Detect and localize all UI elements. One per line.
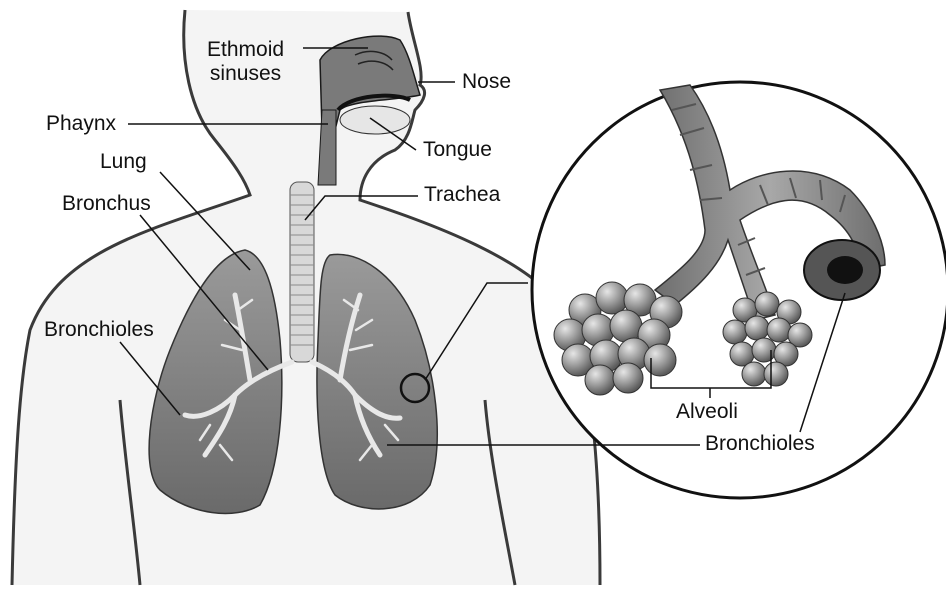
label-bronchus: Bronchus [62, 192, 151, 216]
label-ethmoid-line1: Ethmoid [207, 38, 284, 62]
label-alveoli: Alveoli [676, 400, 738, 424]
label-nose: Nose [462, 70, 511, 94]
label-ethmoid-sinuses: Ethmoid sinuses [207, 38, 284, 85]
label-bronchioles-left: Bronchioles [44, 318, 154, 342]
label-pharynx: Phaynx [46, 112, 116, 136]
label-ethmoid-line2: sinuses [207, 62, 284, 86]
label-lung: Lung [100, 150, 147, 174]
inset-bronchiole-lumen [827, 256, 863, 284]
tongue-shape [340, 106, 410, 134]
label-trachea: Trachea [424, 183, 500, 207]
label-bronchioles-right: Bronchioles [705, 432, 815, 456]
label-tongue: Tongue [423, 138, 492, 162]
